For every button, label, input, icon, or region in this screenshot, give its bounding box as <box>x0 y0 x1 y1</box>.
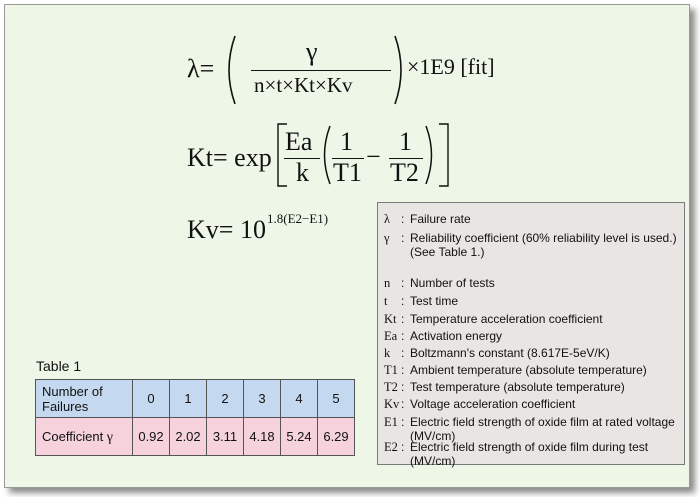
failures-cell: 0 <box>132 379 170 418</box>
lambda-fraction-bar <box>251 70 391 71</box>
symbol-legend: λ:Failure rate γ:Reliability coefficient… <box>377 202 685 468</box>
coefficient-cell: 6.29 <box>317 417 355 456</box>
failures-cell: 5 <box>317 379 355 418</box>
failures-cell: 2 <box>206 379 244 418</box>
coefficient-table: Number of Failures 0 1 2 3 4 5 Coefficie… <box>35 379 355 456</box>
table-row-coefficient: Coefficient γ 0.92 2.02 3.11 4.18 5.24 6… <box>35 417 355 456</box>
kt-minus: − <box>366 142 381 171</box>
lambda-denominator: n×t×Kt×Kv <box>254 73 353 97</box>
table-caption: Table 1 <box>36 358 82 374</box>
row-header-failures: Number of Failures <box>35 379 133 418</box>
kt-frac2-bar <box>389 158 423 159</box>
inner-right-paren-icon <box>425 125 433 185</box>
inner-left-paren-icon <box>323 125 331 185</box>
left-paren-icon <box>228 35 236 105</box>
right-bracket-icon <box>439 123 449 187</box>
failures-cell: 1 <box>169 379 207 418</box>
kt-t2: T2 <box>390 158 419 187</box>
kt-num-2: 1 <box>399 127 412 156</box>
kt-outer-fraction-bar <box>284 158 320 159</box>
lambda-tail: ×1E9 [fit] <box>407 54 495 79</box>
lambda-lhs: λ= <box>187 54 215 83</box>
coefficient-cell: 5.24 <box>280 417 318 456</box>
coefficient-cell: 2.02 <box>169 417 207 456</box>
kt-frac1-bar <box>332 158 364 159</box>
gamma-symbol: γ <box>106 429 113 445</box>
row-header-coefficient: Coefficient γ <box>35 417 133 456</box>
right-paren-icon <box>394 35 402 105</box>
failures-cell: 4 <box>280 379 318 418</box>
kt-lhs: Kt= exp <box>187 143 272 172</box>
failures-cell: 3 <box>243 379 281 418</box>
kv-lhs: Kv= 10 <box>187 215 266 244</box>
kt-t1: T1 <box>333 158 362 187</box>
coefficient-cell: 3.11 <box>206 417 244 456</box>
kt-num-1: 1 <box>340 127 353 156</box>
kt-ea: Ea <box>285 127 313 156</box>
coefficient-cell: 0.92 <box>132 417 170 456</box>
kt-k: k <box>296 158 309 187</box>
coefficient-cell: 4.18 <box>243 417 281 456</box>
table-row-failures: Number of Failures 0 1 2 3 4 5 <box>35 379 355 418</box>
lambda-numerator: γ <box>306 37 318 66</box>
left-bracket-icon <box>277 123 287 187</box>
kv-exponent: 1.8(E2−E1) <box>267 211 329 226</box>
